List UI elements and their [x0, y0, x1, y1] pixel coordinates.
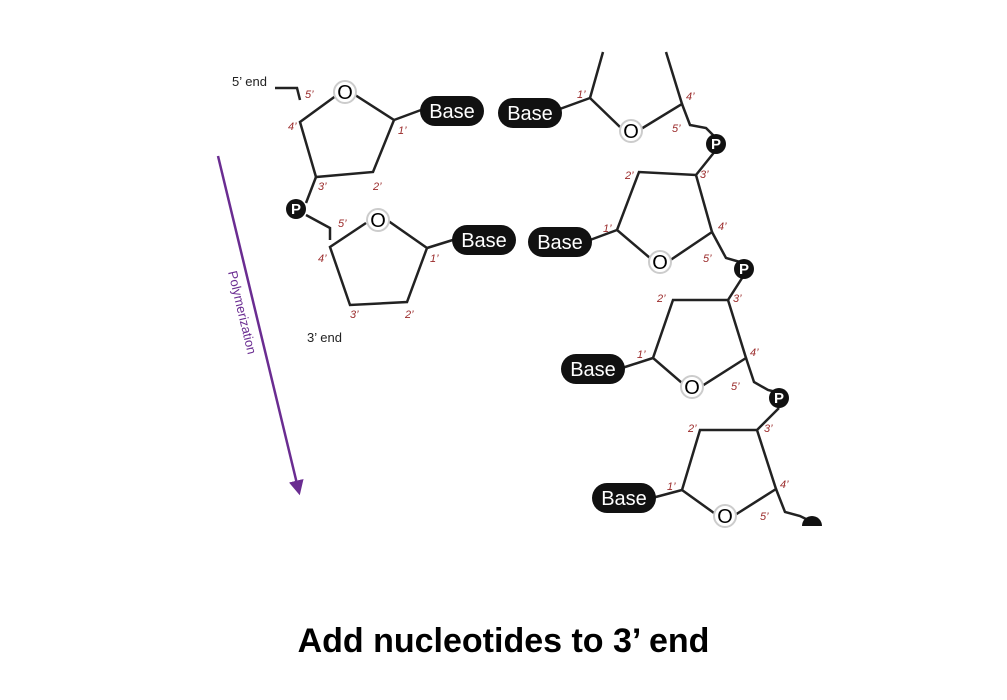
svg-text:4’: 4’ — [318, 253, 327, 265]
svg-text:5’: 5’ — [338, 218, 347, 230]
svg-text:5’: 5’ — [731, 381, 740, 393]
svg-text:P: P — [774, 390, 784, 407]
phosphate-groups: P P P P — [286, 134, 826, 540]
oxygen-atom: O — [648, 250, 672, 274]
svg-text:1’: 1’ — [577, 89, 586, 101]
svg-text:2’: 2’ — [687, 423, 697, 435]
svg-text:Base: Base — [461, 230, 507, 252]
polymerization-arrow — [216, 155, 304, 496]
svg-text:P: P — [739, 261, 749, 278]
svg-text:4’: 4’ — [288, 121, 297, 133]
five-prime-end-line — [275, 86, 302, 101]
svg-text:3’: 3’ — [700, 169, 709, 181]
oxygen-atoms: O O O O O O — [333, 80, 737, 528]
base-pill: Base — [420, 96, 484, 126]
svg-text:O: O — [717, 506, 733, 528]
base-pill: Base — [528, 227, 592, 257]
left-sugar-2 — [328, 218, 429, 307]
svg-text:1’: 1’ — [398, 125, 407, 137]
oxygen-atom: O — [619, 119, 643, 143]
svg-text:1’: 1’ — [667, 481, 676, 493]
base-pill: Base — [592, 483, 656, 513]
phosphate-group: P — [286, 199, 306, 219]
left-sugar-1 — [298, 91, 396, 179]
polymerization-label: Polymerization — [225, 269, 259, 355]
svg-text:P: P — [291, 201, 301, 218]
svg-text:5’: 5’ — [305, 89, 314, 101]
svg-text:O: O — [370, 210, 386, 232]
svg-text:O: O — [652, 252, 668, 274]
right-sugar-2 — [615, 149, 717, 259]
base-pill: Base — [452, 225, 516, 255]
svg-text:3’: 3’ — [764, 423, 773, 435]
caption: Add nucleotides to 3’ end — [297, 622, 710, 660]
carbon-labels: 5’ 4’ 3’ 2’ 1’ 5’ 4’ 3’ 2’ 1’ 1’ 4’ 5’ 2… — [288, 89, 789, 523]
svg-text:O: O — [623, 121, 639, 143]
svg-text:2’: 2’ — [372, 181, 382, 193]
svg-text:4’: 4’ — [718, 221, 727, 233]
bases: Base Base Base Base Base Base — [420, 96, 656, 513]
phosphate-group-clipped — [796, 516, 826, 540]
svg-text:Base: Base — [507, 103, 553, 125]
oxygen-atom: O — [713, 504, 737, 528]
svg-text:Base: Base — [429, 101, 475, 123]
svg-text:Base: Base — [537, 232, 583, 254]
three-prime-end-label: 3’ end — [307, 330, 342, 345]
svg-text:3’: 3’ — [318, 181, 327, 193]
svg-text:O: O — [337, 82, 353, 104]
right-sugar-3 — [651, 274, 746, 384]
svg-text:1’: 1’ — [430, 253, 439, 265]
svg-text:P: P — [711, 136, 721, 153]
phosphate-group: P — [706, 134, 726, 154]
svg-text:3’: 3’ — [350, 309, 359, 321]
oxygen-atom: O — [366, 208, 390, 232]
svg-text:1’: 1’ — [603, 223, 612, 235]
base-pill: Base — [498, 98, 562, 128]
phosphate-group: P — [769, 388, 789, 408]
svg-text:4’: 4’ — [686, 91, 695, 103]
oxygen-atom: O — [680, 375, 704, 399]
right-strand — [556, 51, 809, 522]
left-phosphodiester-link — [304, 176, 318, 204]
oxygen-atom: O — [333, 80, 357, 104]
svg-text:O: O — [684, 377, 700, 399]
svg-text:5’: 5’ — [672, 123, 681, 135]
svg-text:4’: 4’ — [750, 347, 759, 359]
svg-text:5’: 5’ — [703, 253, 712, 265]
svg-text:4’: 4’ — [780, 479, 789, 491]
svg-text:2’: 2’ — [656, 293, 666, 305]
svg-text:5’: 5’ — [760, 511, 769, 523]
phosphate-group: P — [734, 259, 754, 279]
svg-text:Base: Base — [601, 488, 647, 510]
left-strand — [275, 86, 457, 307]
svg-text:Base: Base — [570, 359, 616, 381]
svg-text:3’: 3’ — [733, 293, 742, 305]
svg-text:2’: 2’ — [404, 309, 414, 321]
right-sugar-4 — [680, 407, 780, 515]
svg-text:2’: 2’ — [624, 170, 634, 182]
five-prime-end-label: 5’ end — [232, 74, 267, 89]
svg-text:1’: 1’ — [637, 349, 646, 361]
base-pill: Base — [561, 354, 625, 384]
